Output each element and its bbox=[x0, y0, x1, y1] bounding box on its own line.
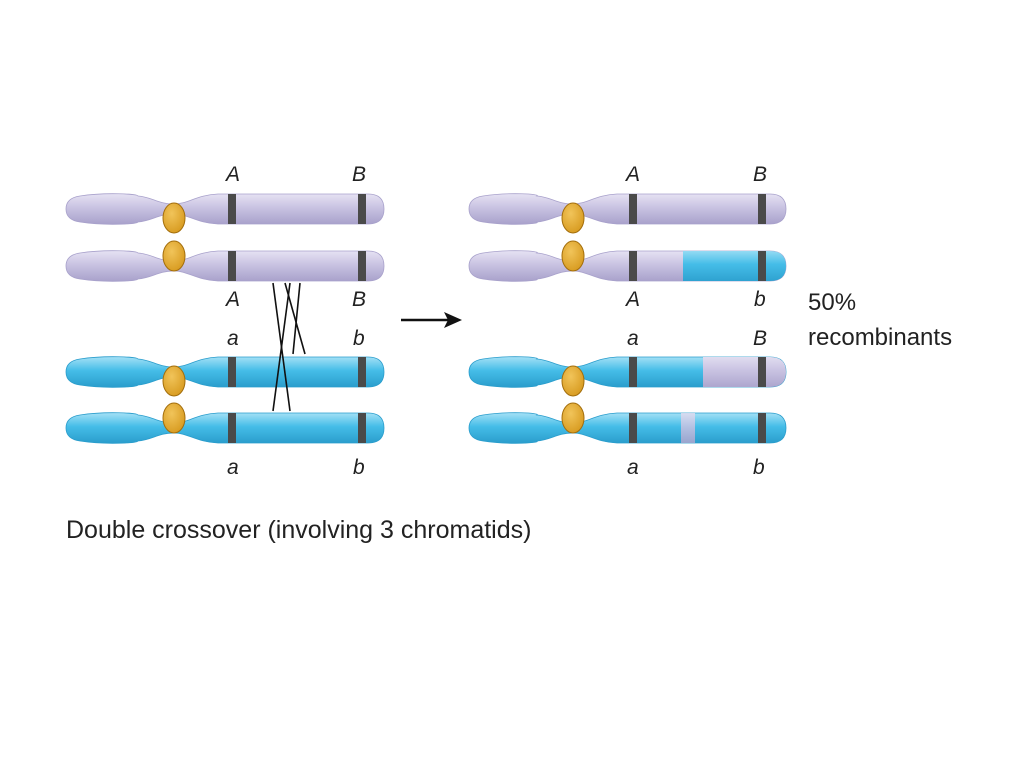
recombinants-label: recombinants bbox=[808, 324, 952, 351]
chromatid-body bbox=[65, 356, 385, 388]
chromatid-blue-2 bbox=[65, 412, 385, 444]
after-panel: A B A b a B a b 50% recombinants bbox=[468, 163, 952, 479]
centromere bbox=[561, 240, 585, 272]
gene-band bbox=[228, 250, 236, 282]
centromere bbox=[561, 365, 585, 397]
gene-band bbox=[629, 250, 637, 282]
gene-band bbox=[629, 193, 637, 225]
before-lav-bottom-allele-right: B bbox=[352, 288, 366, 311]
gene-band bbox=[629, 356, 637, 388]
before-blue-top-allele-left: a bbox=[227, 327, 239, 350]
before-lav-bottom-allele-left: A bbox=[224, 288, 240, 311]
before-lav-top-allele-right: B bbox=[352, 163, 366, 186]
before-blue-bottom-allele-right: b bbox=[353, 456, 365, 479]
chromatid-body bbox=[65, 412, 385, 444]
centromere bbox=[162, 402, 186, 434]
before-panel: A B A B a b a b bbox=[65, 163, 385, 479]
centromere bbox=[561, 202, 585, 234]
recombinant-chromatid-lavender-1 bbox=[468, 193, 787, 225]
gene-band bbox=[228, 356, 236, 388]
crossover-line-3 bbox=[284, 282, 306, 355]
gene-band bbox=[629, 412, 637, 444]
gene-band bbox=[358, 193, 366, 225]
after-lav-bottom-allele-left: A bbox=[624, 288, 640, 311]
gene-band bbox=[758, 193, 766, 225]
recombinant-segment bbox=[703, 356, 786, 388]
gene-band bbox=[758, 412, 766, 444]
chromatid-body bbox=[468, 193, 787, 225]
gene-band bbox=[358, 412, 366, 444]
after-lav-top-allele-right: B bbox=[753, 163, 767, 186]
after-blue-bottom-allele-right: b bbox=[753, 456, 765, 479]
chromatid-lavender-1 bbox=[65, 193, 385, 225]
chromatid-body bbox=[65, 250, 385, 282]
recombinant-chromatid-blue-1 bbox=[468, 356, 787, 388]
gene-band bbox=[358, 356, 366, 388]
centromere bbox=[162, 202, 186, 234]
recombinant-segment bbox=[683, 250, 786, 282]
chromatid-lavender-2 bbox=[65, 250, 385, 282]
before-lav-top-allele-left: A bbox=[224, 163, 240, 186]
after-blue-top-allele-left: a bbox=[627, 327, 639, 350]
after-blue-top-allele-right: B bbox=[753, 327, 767, 350]
arrow-icon bbox=[401, 312, 462, 328]
after-lav-bottom-allele-right: b bbox=[754, 288, 766, 311]
recombinant-chromatid-blue-2 bbox=[468, 412, 787, 444]
recombinant-segment bbox=[681, 412, 695, 444]
gene-band bbox=[758, 250, 766, 282]
chromatid-body bbox=[65, 193, 385, 225]
figure-caption: Double crossover (involving 3 chromatids… bbox=[66, 516, 531, 544]
recombinant-percentage: 50% bbox=[808, 289, 856, 316]
chromatid-blue-1 bbox=[65, 356, 385, 388]
after-blue-bottom-allele-left: a bbox=[627, 456, 639, 479]
gene-band bbox=[228, 412, 236, 444]
crossover-line-2 bbox=[272, 282, 291, 412]
after-lav-top-allele-left: A bbox=[624, 163, 640, 186]
gene-band bbox=[358, 250, 366, 282]
recombinant-chromatid-lavender-2 bbox=[468, 250, 787, 282]
before-blue-bottom-allele-left: a bbox=[227, 456, 239, 479]
chromatid-body bbox=[468, 412, 787, 444]
centromere bbox=[561, 402, 585, 434]
centromere bbox=[162, 240, 186, 272]
crossover-line-4 bbox=[292, 282, 301, 355]
gene-band bbox=[758, 356, 766, 388]
centromere bbox=[162, 365, 186, 397]
gene-band bbox=[228, 193, 236, 225]
before-blue-top-allele-right: b bbox=[353, 327, 365, 350]
